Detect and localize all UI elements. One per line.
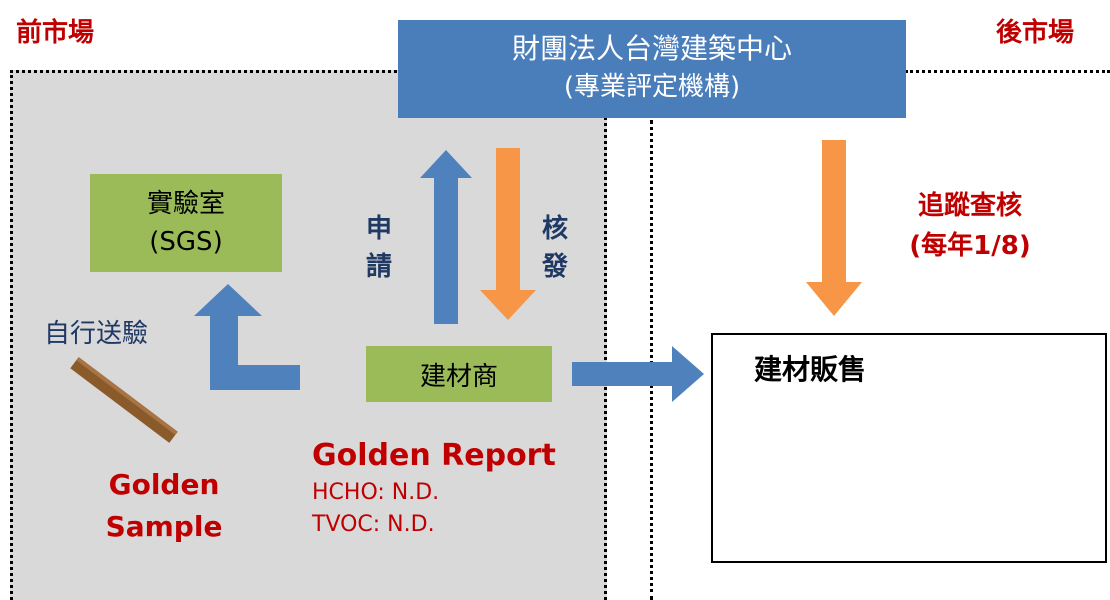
sample-plank	[70, 357, 178, 443]
issue-char-1: 核	[541, 214, 568, 244]
sample-line1: Golden	[108, 468, 220, 501]
issue-arrow	[480, 148, 536, 320]
dealer-label: 建材商	[419, 361, 498, 392]
apply-char-2: 請	[365, 252, 392, 282]
back-market-label: 後市場	[996, 18, 1075, 48]
self-test-arrow	[194, 284, 300, 390]
dealer-to-sales-arrow	[572, 346, 704, 402]
certification-org-box: 財團法人台灣建築中心 (專業評定機構)	[398, 20, 906, 118]
tracking-line2: (每年1/8)	[909, 231, 1031, 261]
sales-box	[711, 333, 1107, 563]
dealer-box: 建材商	[366, 346, 552, 402]
tracking-arrow	[806, 140, 862, 316]
org-role: (專業評定機構)	[563, 72, 741, 102]
tracking-line1: 追蹤查核	[917, 191, 1022, 221]
report-title: Golden Report	[312, 438, 556, 473]
report-hcho: HCHO: N.D.	[312, 480, 440, 505]
apply-label: 申 請	[364, 210, 394, 286]
back-market-divider	[650, 120, 653, 600]
lab-box: 實驗室 (SGS)	[90, 174, 282, 272]
issue-char-2: 發	[541, 252, 568, 282]
tracking-label: 追蹤查核 (每年1/8)	[870, 186, 1070, 266]
sample-label: Golden Sample	[84, 464, 244, 548]
lab-name: 實驗室	[146, 189, 225, 219]
apply-char-1: 申	[365, 214, 392, 244]
front-market-label: 前市場	[16, 18, 95, 48]
sample-line2: Sample	[105, 510, 223, 543]
self-test-label: 自行送驗	[44, 319, 149, 349]
sales-title: 建材販售	[754, 353, 867, 386]
apply-arrow	[420, 150, 472, 324]
org-name: 財團法人台灣建築中心	[511, 32, 792, 65]
report-tvoc: TVOC: N.D.	[312, 512, 435, 537]
lab-sgs: (SGS)	[149, 227, 223, 257]
issue-label: 核 發	[540, 210, 570, 286]
back-market-top-border	[905, 70, 1110, 73]
